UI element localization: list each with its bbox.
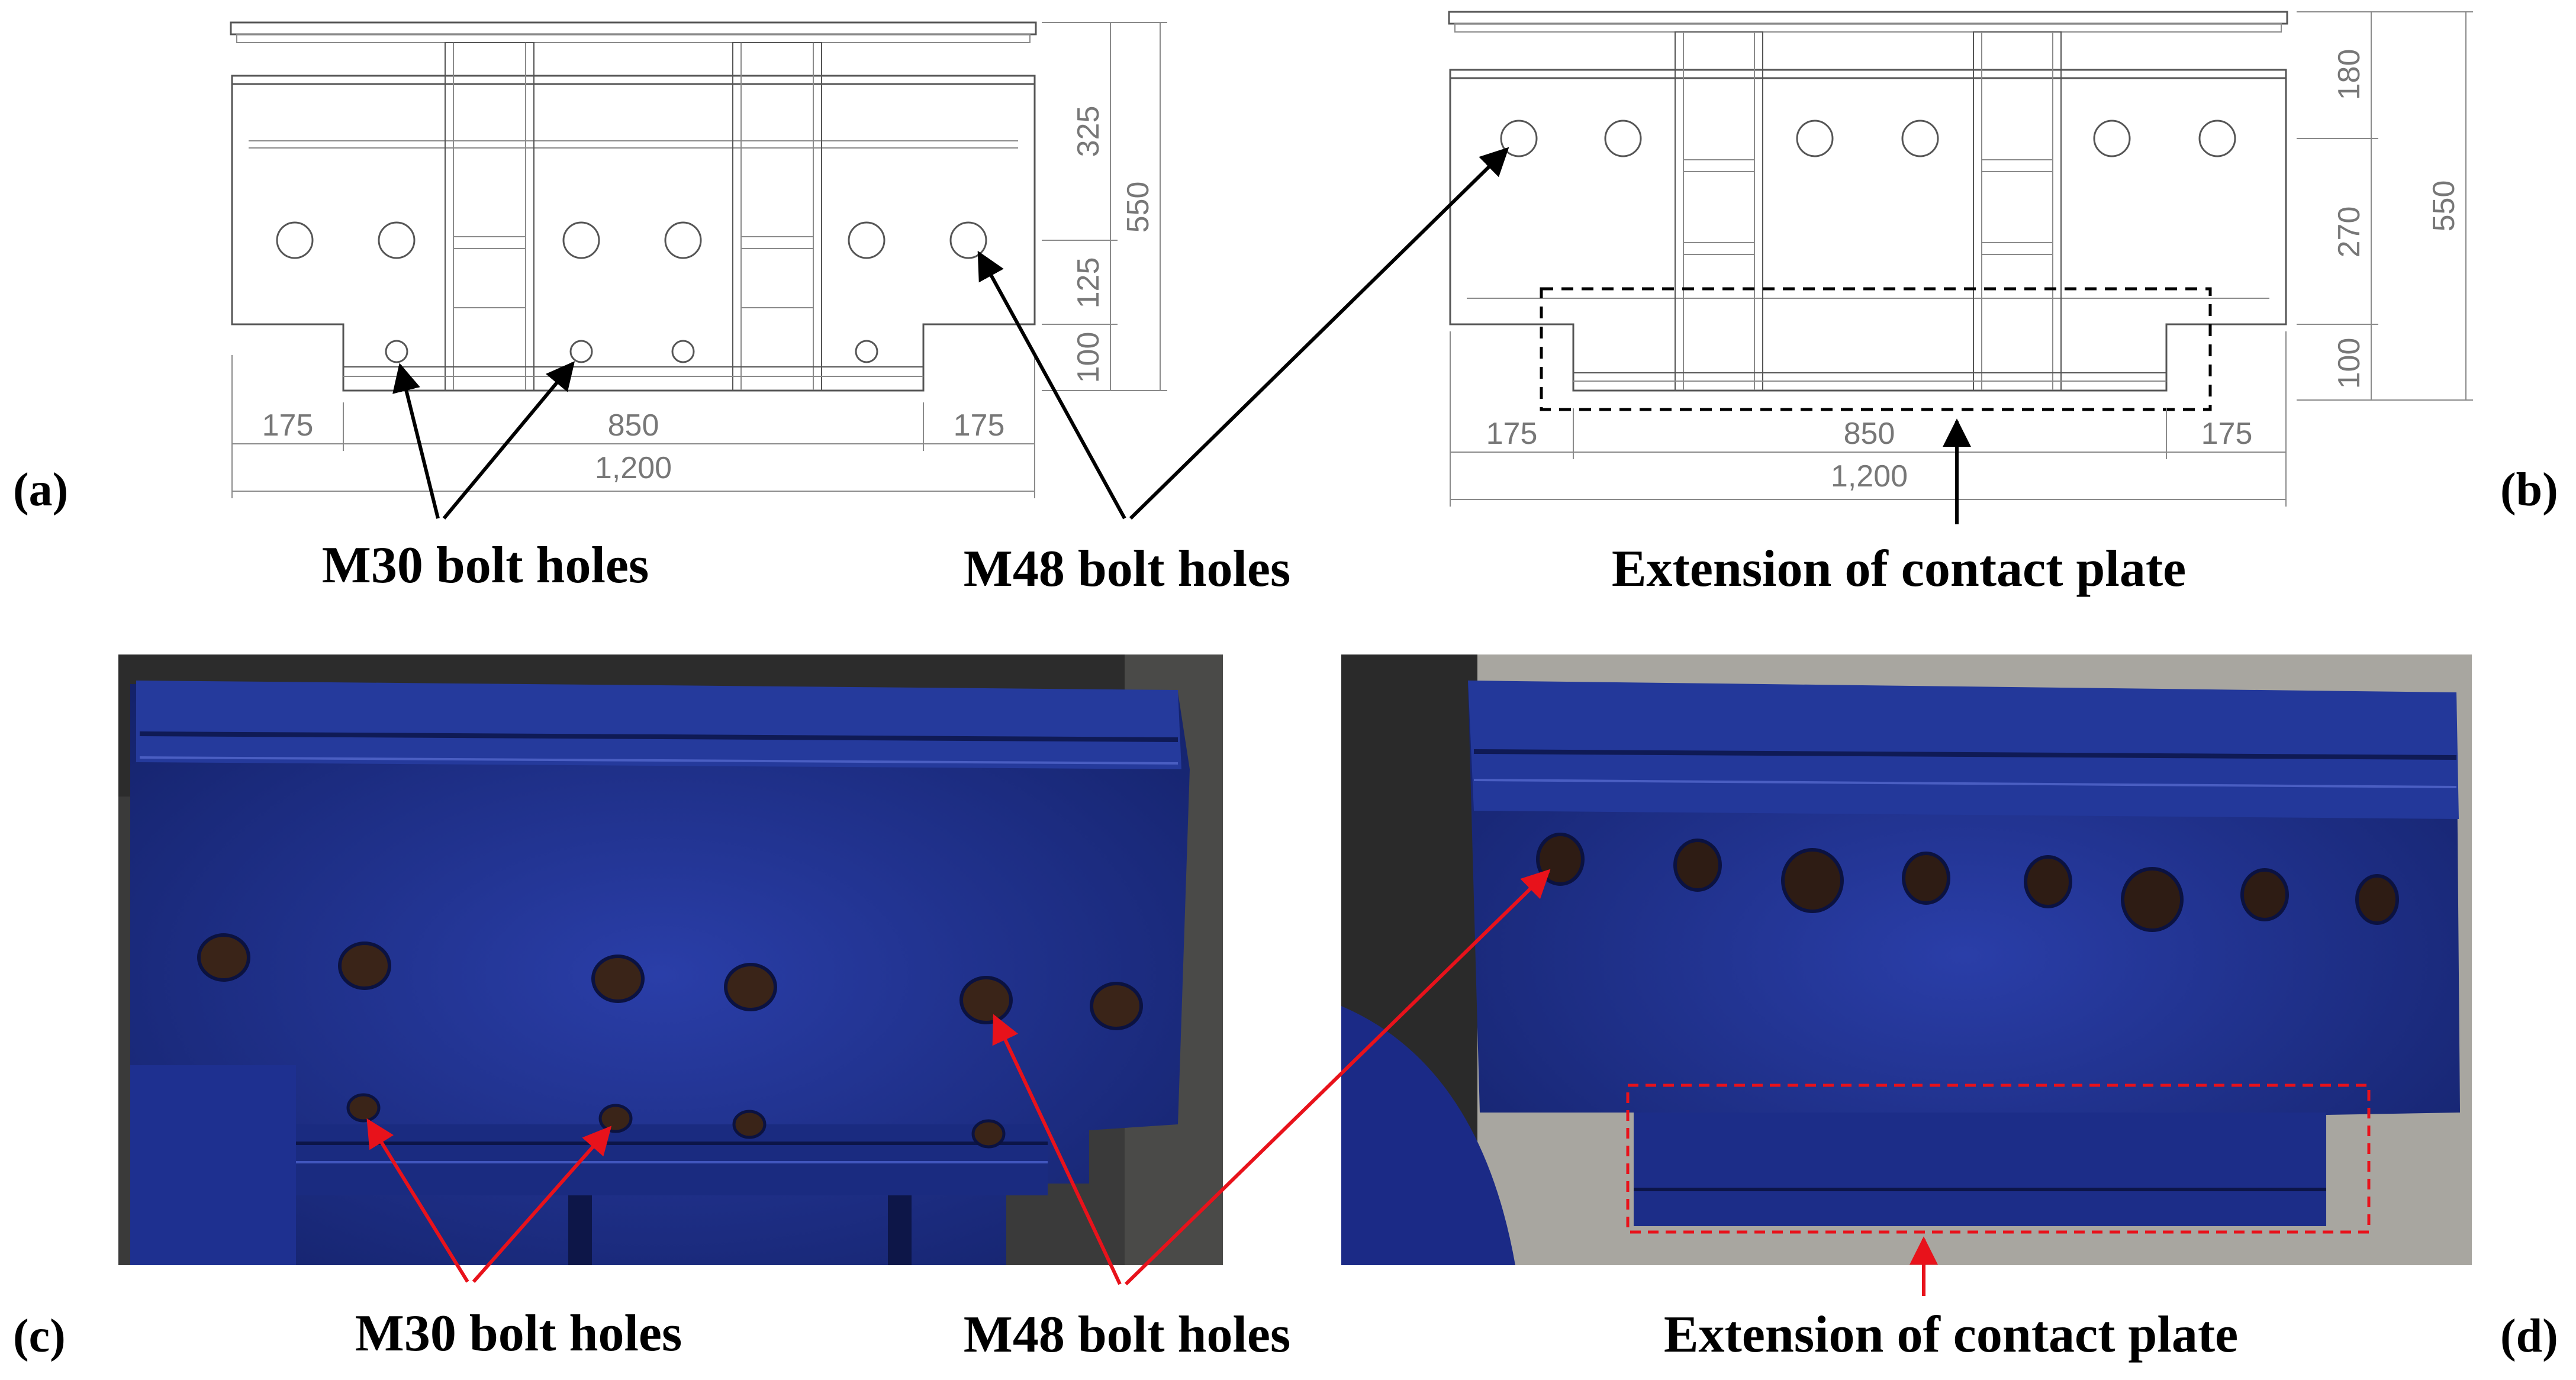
m48-hole xyxy=(949,221,987,259)
panel-a-m48-holes xyxy=(276,221,987,259)
m48-hole xyxy=(276,221,314,259)
panel-c-photo xyxy=(118,654,1223,1265)
panel-tag-b: (b) xyxy=(2500,464,2558,516)
label-m48-top: M48 bolt holes xyxy=(964,540,1290,598)
dim-a-100: 100 xyxy=(1071,332,1106,383)
panel-a-horizontal-dimensions: 175 850 175 1,200 xyxy=(231,355,1035,498)
m30-hole xyxy=(671,340,695,363)
panel-a-vertical-dimensions: 325 125 100 550 xyxy=(1042,22,1167,391)
dim-a-550: 550 xyxy=(1121,182,1155,233)
panel-tag-d: (d) xyxy=(2500,1310,2558,1362)
panel-c-m48-holes xyxy=(197,933,1143,1030)
panel-b-vertical-dimensions: 180 270 100 550 xyxy=(2297,11,2473,401)
label-extension-top: Extension of contact plate xyxy=(1612,540,2186,598)
panel-d-photo xyxy=(1341,654,2472,1265)
m48-hole xyxy=(1901,120,1939,157)
panel-c-m30-holes xyxy=(346,1093,1006,1149)
panel-b-m48-holes xyxy=(1500,120,2236,157)
m48-hole xyxy=(1500,120,1538,157)
panel-b-drawing: 175 850 175 1,200 180 270 100 550 xyxy=(1448,11,2473,507)
panel-d-m48-holes xyxy=(1536,833,2399,932)
dim-a-1200: 1,200 xyxy=(595,451,672,485)
panel-a-drawing: 175 850 175 1,200 325 125 100 550 xyxy=(230,21,1167,498)
m48-hole xyxy=(2198,120,2236,157)
panel-b-extension-highlight xyxy=(1540,287,2212,411)
m48-hole xyxy=(378,221,416,259)
panel-a-m30-holes xyxy=(385,340,878,363)
m48-hole xyxy=(848,221,886,259)
dim-b-180: 180 xyxy=(2332,49,2366,101)
dim-b-100: 100 xyxy=(2332,338,2366,389)
dim-a-175-left: 175 xyxy=(262,408,314,443)
label-m30-top: M30 bolt holes xyxy=(322,537,649,594)
dim-b-550: 550 xyxy=(2427,180,2461,232)
dim-a-850: 850 xyxy=(608,408,659,443)
label-m30-bottom: M30 bolt holes xyxy=(355,1305,682,1362)
m48-hole xyxy=(2093,120,2131,157)
label-extension-bottom: Extension of contact plate xyxy=(1664,1306,2238,1363)
label-m48-bottom: M48 bolt holes xyxy=(964,1306,1290,1363)
m30-hole xyxy=(569,340,593,363)
m48-hole xyxy=(1796,120,1834,157)
panel-a-stiffeners xyxy=(445,42,822,391)
dim-b-270: 270 xyxy=(2332,207,2366,258)
dim-b-175-left: 175 xyxy=(1486,417,1538,451)
dim-a-175-right: 175 xyxy=(954,408,1005,443)
dim-b-175-right: 175 xyxy=(2201,417,2253,451)
m48-hole xyxy=(1604,120,1642,157)
top-annotation-arrows xyxy=(392,147,1971,524)
panel-b-horizontal-dimensions: 175 850 175 1,200 xyxy=(1450,331,2287,507)
dim-a-325: 325 xyxy=(1071,106,1106,157)
m48-hole xyxy=(562,221,600,259)
panel-b-stiffeners xyxy=(1675,31,2062,391)
m48-hole xyxy=(664,221,702,259)
panel-tag-c: (c) xyxy=(13,1310,66,1362)
dim-a-125: 125 xyxy=(1071,257,1106,309)
dim-b-850: 850 xyxy=(1844,417,1895,451)
bottom-annotation-arrows xyxy=(366,869,1938,1296)
m30-hole xyxy=(855,340,878,363)
dim-b-1200: 1,200 xyxy=(1831,459,1908,494)
panel-tag-a: (a) xyxy=(13,464,68,516)
m30-hole xyxy=(385,340,408,363)
